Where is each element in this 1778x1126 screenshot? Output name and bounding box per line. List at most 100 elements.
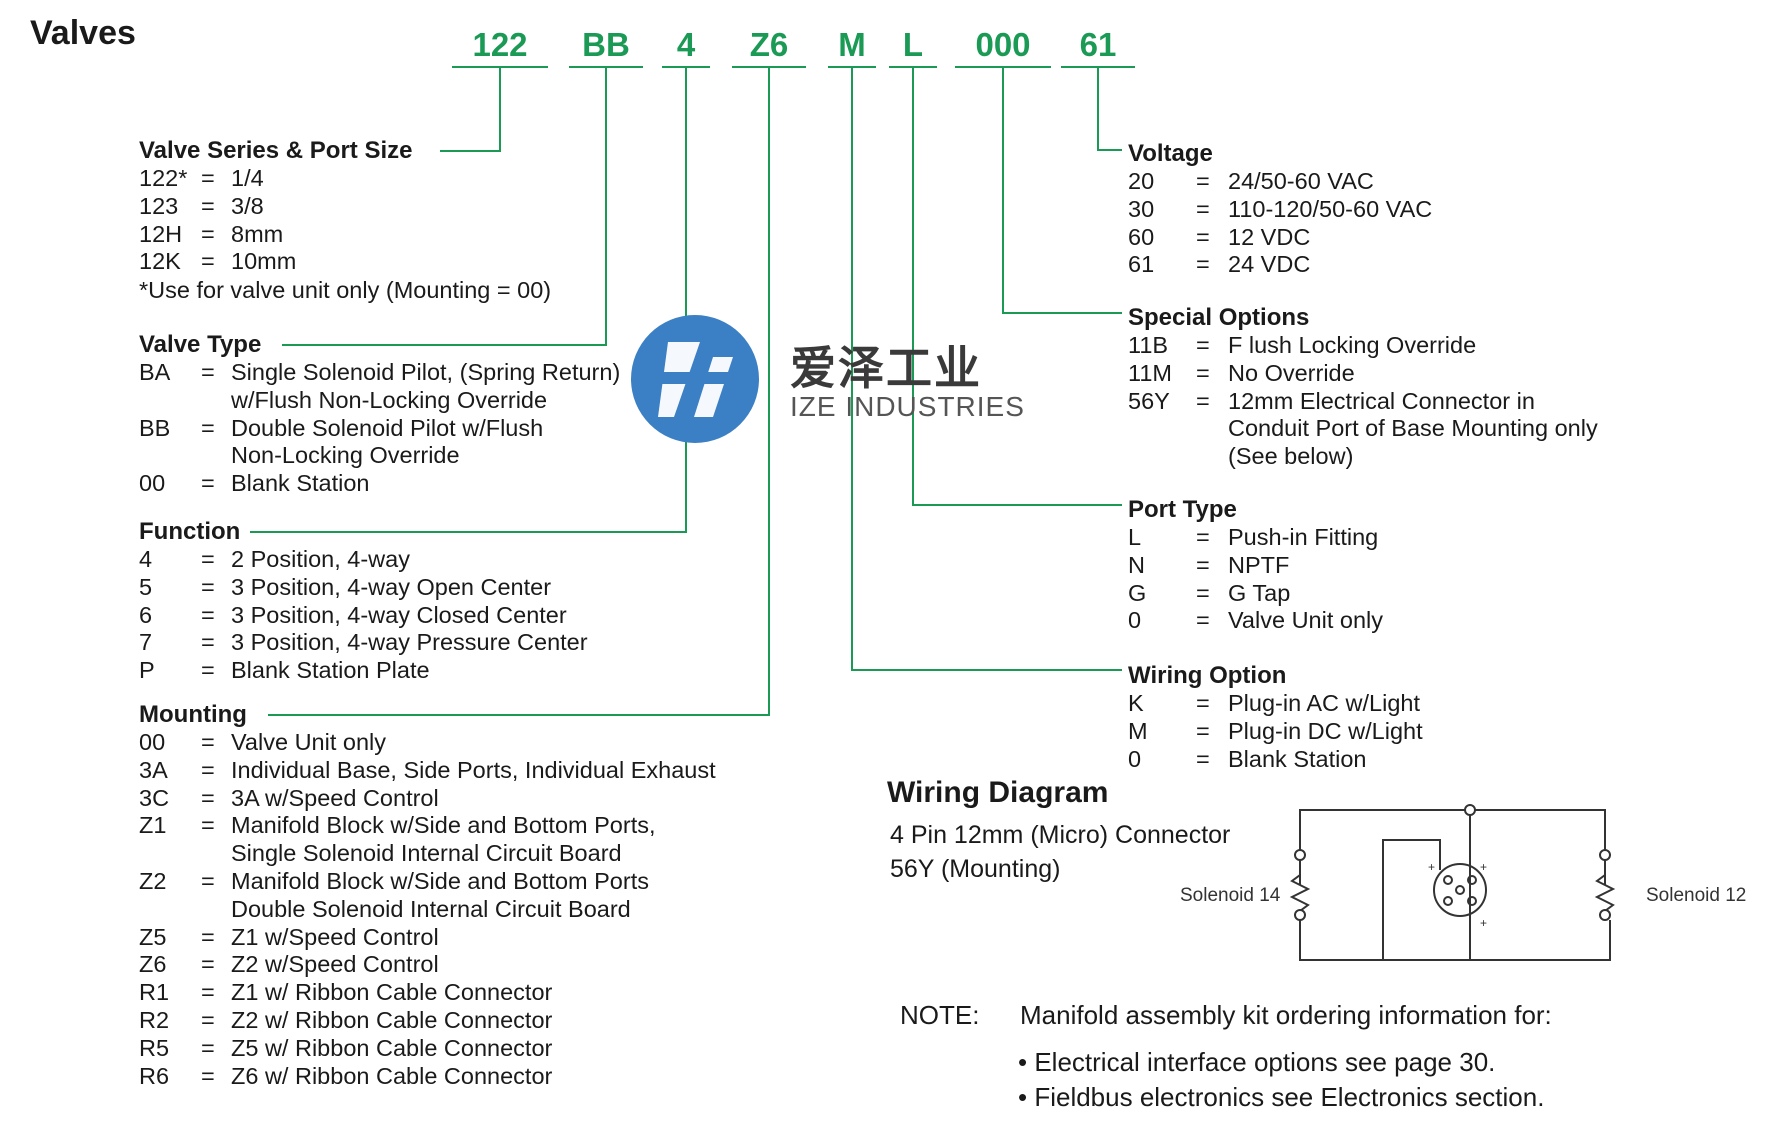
option-row: Double Solenoid Internal Circuit Board xyxy=(139,896,859,924)
option-description: Blank Station xyxy=(1228,745,1367,772)
model-code-underline xyxy=(1061,66,1135,68)
section-title: Special Options xyxy=(1128,304,1310,331)
option-row: 00=Blank Station xyxy=(139,470,859,498)
option-row: Conduit Port of Base Mounting only xyxy=(1128,415,1778,443)
option-description: NPTF xyxy=(1228,551,1290,578)
note-bullet-electrical: • Electrical interface options see page … xyxy=(1018,1047,1496,1077)
option-equals: = xyxy=(201,248,215,275)
watermark-chinese-text: 爱泽工业 xyxy=(790,342,982,394)
option-code: R6 xyxy=(139,1062,170,1089)
section-footnote: *Use for valve unit only (Mounting = 00) xyxy=(139,277,552,304)
option-code: Z2 xyxy=(139,867,167,894)
option-description: 3 Position, 4-way Closed Center xyxy=(231,601,567,628)
option-description: 1/4 xyxy=(231,165,264,191)
option-equals: = xyxy=(201,414,215,441)
option-row: Single Solenoid Internal Circuit Board xyxy=(139,840,859,868)
option-code: K xyxy=(1128,690,1144,716)
option-row: L=Push-in Fitting xyxy=(1128,524,1778,552)
option-description: 12mm Electrical Connector in xyxy=(1228,387,1535,414)
option-code: Z5 xyxy=(139,923,167,950)
option-description: (See below) xyxy=(1228,443,1354,470)
option-equals: = xyxy=(201,1062,215,1089)
watermark-english-text: IZE INDUSTRIES xyxy=(790,391,1025,422)
model-code-part: BB xyxy=(582,26,630,63)
option-equals: = xyxy=(201,1006,215,1033)
option-row: M=Plug-in DC w/Light xyxy=(1128,718,1778,746)
section-title: Valve Type xyxy=(139,331,262,358)
model-code-underline xyxy=(569,66,643,68)
option-row: R5=Z5 w/ Ribbon Cable Connector xyxy=(139,1035,859,1063)
model-code-part: 000 xyxy=(975,26,1031,63)
option-row: (See below) xyxy=(1128,443,1778,471)
option-code: 0 xyxy=(1128,745,1142,772)
model-code-part: M xyxy=(838,26,866,63)
option-row: R1=Z1 w/ Ribbon Cable Connector xyxy=(139,979,859,1007)
connector-valve-series xyxy=(440,68,501,152)
option-description: Push-in Fitting xyxy=(1228,524,1379,550)
connector-function xyxy=(250,68,687,533)
section-title: Port Type xyxy=(1128,496,1237,523)
option-row: 61=24 VDC xyxy=(1128,251,1778,279)
option-description: F lush Locking Override xyxy=(1228,332,1477,358)
option-code: Z1 xyxy=(139,812,167,839)
option-description: Blank Station Plate xyxy=(231,657,430,684)
option-code: R5 xyxy=(139,1034,170,1061)
model-code-underline xyxy=(662,66,710,68)
svg-text:+: + xyxy=(1480,860,1487,874)
svg-text:+: + xyxy=(1428,860,1435,874)
model-code-part: 122 xyxy=(472,26,528,63)
option-equals: = xyxy=(201,359,215,385)
model-code-part: 4 xyxy=(676,26,696,63)
option-row: P=Blank Station Plate xyxy=(139,657,859,685)
option-equals: = xyxy=(201,979,215,1006)
option-code: 4 xyxy=(139,546,153,572)
option-row: 6 = 3 Position, 4-way Closed Center xyxy=(139,602,859,630)
option-description: Z2 w/ Ribbon Cable Connector xyxy=(231,1006,553,1033)
model-code-underline xyxy=(889,66,937,68)
option-equals: = xyxy=(201,601,215,628)
option-code: 20 xyxy=(1128,168,1155,194)
option-row: K=Plug-in AC w/Light xyxy=(1128,690,1778,718)
option-description: Blank Station xyxy=(231,470,370,497)
option-description: G Tap xyxy=(1228,579,1291,606)
option-description: w/Flush Non-Locking Override xyxy=(231,386,548,413)
option-equals: = xyxy=(201,629,215,656)
option-code: 61 xyxy=(1128,251,1155,278)
option-code: 11B xyxy=(1128,332,1169,358)
option-code: 123 xyxy=(139,192,179,219)
note-label: NOTE: xyxy=(900,1000,980,1030)
option-equals: = xyxy=(201,1034,215,1061)
option-description: Double Solenoid Internal Circuit Board xyxy=(231,895,631,922)
solenoid-12-label: Solenoid 12 xyxy=(1646,885,1747,906)
option-equals: = xyxy=(201,220,215,247)
option-description: Valve Unit only xyxy=(1228,607,1383,634)
option-row: 30=110-120/50-60 VAC xyxy=(1128,196,1778,224)
option-equals: = xyxy=(1196,745,1210,772)
option-code: M xyxy=(1128,717,1148,744)
option-row: 12K=10mm xyxy=(139,248,859,276)
option-code: 12H xyxy=(139,220,183,247)
option-equals: = xyxy=(1196,579,1210,606)
model-code-part: Z6 xyxy=(749,26,789,63)
option-code: 6 xyxy=(139,601,153,628)
option-code: BA xyxy=(139,359,171,385)
option-description: Z2 w/Speed Control xyxy=(231,951,439,978)
option-row: Z5=Z1 w/Speed Control xyxy=(139,924,859,952)
option-row: 11B=F lush Locking Override xyxy=(1128,332,1778,360)
option-equals: = xyxy=(201,923,215,950)
option-equals: = xyxy=(201,951,215,978)
connector-voltage xyxy=(1097,68,1122,151)
option-equals: = xyxy=(201,192,215,219)
page-title: Valves xyxy=(30,14,136,52)
option-equals: = xyxy=(1196,251,1210,278)
wiring-diagram-subtitle-2: 56Y (Mounting) xyxy=(890,855,1061,883)
option-code: R2 xyxy=(139,1006,170,1033)
option-description: 3 Position, 4-way Pressure Center xyxy=(231,629,588,656)
note-text: Manifold assembly kit ordering informati… xyxy=(1020,1000,1552,1030)
option-description: Z6 w/ Ribbon Cable Connector xyxy=(231,1062,553,1089)
model-code-underline xyxy=(955,66,1051,68)
